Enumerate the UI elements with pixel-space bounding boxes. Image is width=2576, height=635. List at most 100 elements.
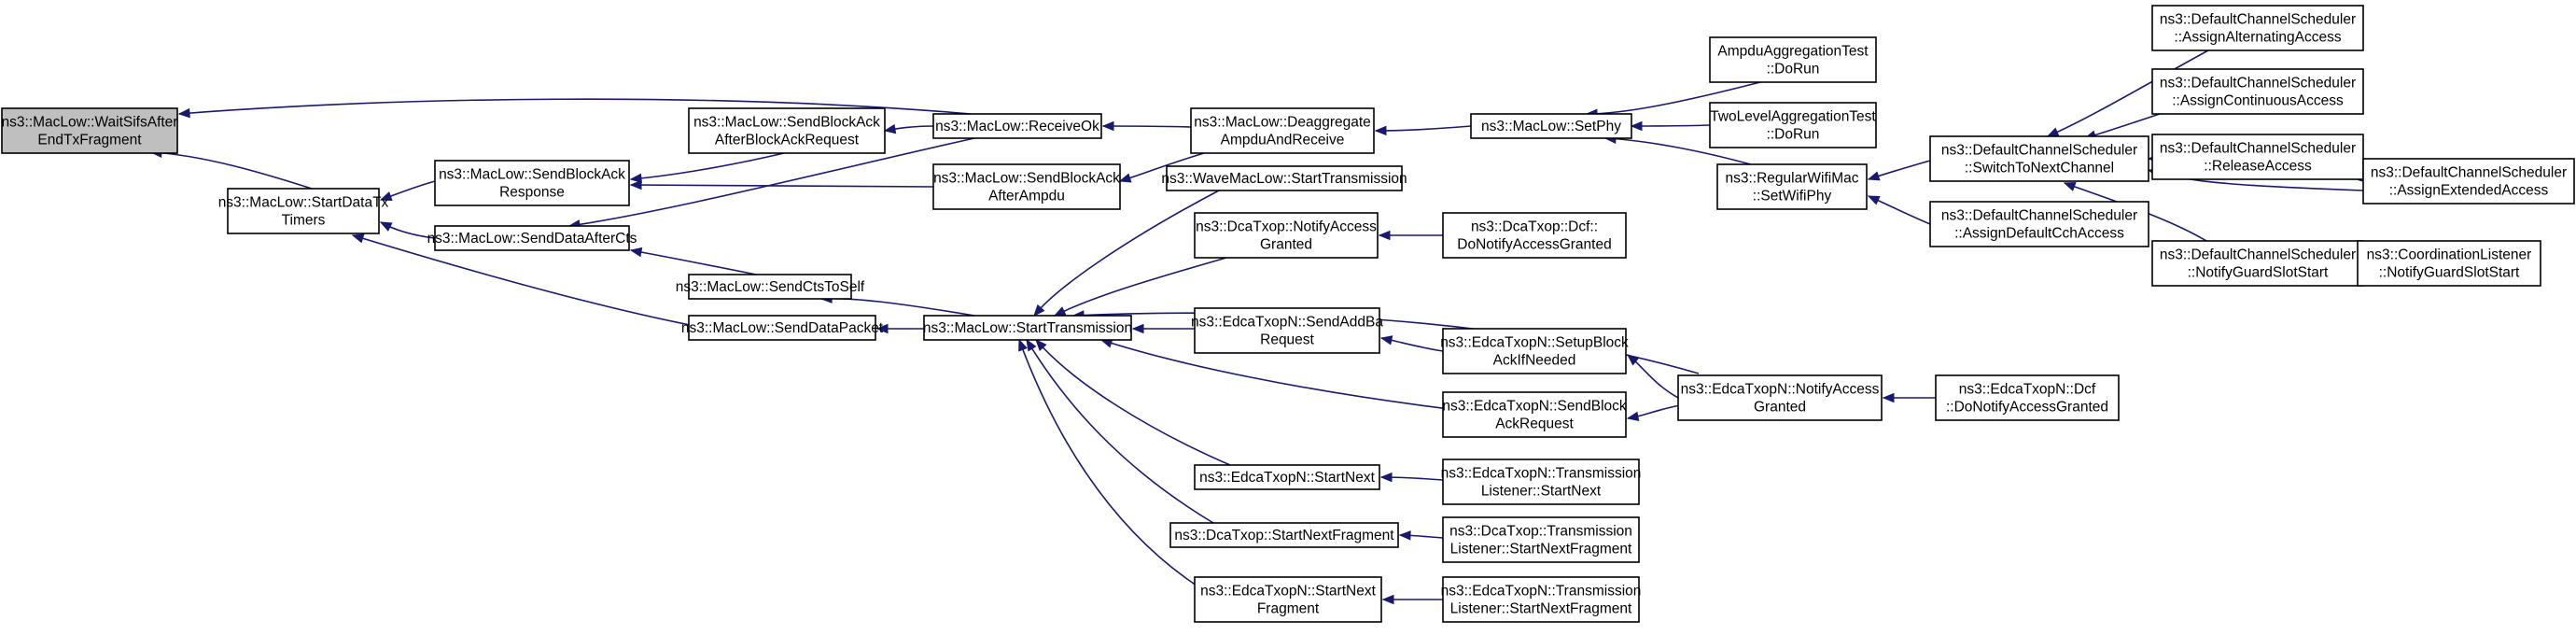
node-label-line: ns3::EdcaTxopN::Transmission [1441, 466, 1642, 482]
node-label-line: AckIfNeeded [1493, 353, 1576, 369]
arrowhead-icon [1118, 173, 1132, 183]
node-label-line: ns3::EdcaTxopN::SendAddBa [1191, 315, 1383, 331]
edge-n33-to-n22 [1026, 338, 1214, 524]
graph-node-n12[interactable]: ns3::DefaultChannelScheduler::ReleaseAcc… [2151, 134, 2364, 180]
graph-node-n20[interactable]: ns3::MacLow::SendCtsToSelf [676, 274, 865, 300]
node-label-line: AfterBlockAckRequest [715, 133, 860, 148]
graph-node-n21[interactable]: ns3::MacLow::SendDataPacket [681, 315, 884, 341]
node-box [2151, 134, 2364, 180]
node-box [1442, 576, 1640, 623]
node-box [1194, 212, 1379, 259]
graph-node-n32[interactable]: ns3::EdcaTxopN::TransmissionListener::St… [1441, 459, 1642, 505]
node-label-line: ::DoRun [1767, 62, 1820, 78]
graph-node-n7[interactable]: TwoLevelAggregationTest::DoRun [1709, 102, 1877, 148]
arrowhead-icon [1374, 125, 1387, 136]
node-label-line: ns3::DcaTxop::Transmission [1449, 524, 1632, 540]
arrowhead-icon [629, 247, 643, 258]
graph-node-n5[interactable]: ns3::MacLow::SetPhy [1470, 113, 1632, 139]
arrowhead-icon [1398, 530, 1411, 541]
node-label-line: ns3::DefaultChannelScheduler [1941, 208, 2137, 224]
graph-node-n25[interactable]: ns3::DcaTxop::Dcf::DoNotifyAccessGranted [1442, 212, 1627, 259]
edge-line [1026, 339, 1214, 524]
arrowhead-icon [629, 179, 642, 190]
graph-node-n29[interactable]: ns3::EdcaTxopN::Dcf::DoNotifyAccessGrant… [1935, 374, 2120, 421]
graph-node-n6[interactable]: AmpduAggregationTest::DoRun [1709, 36, 1877, 83]
arrowhead-icon [351, 233, 365, 244]
graph-node-n8[interactable]: ns3::RegularWifiMac::SetWifiPhy [1716, 163, 1868, 210]
graph-node-n35[interactable]: ns3::EdcaTxopN::StartNextFragment [1194, 576, 1382, 623]
node-label-line: ns3::MacLow::Deaggregate [1194, 115, 1371, 131]
edge-n24-to-n22 [1053, 257, 1227, 317]
node-label-line: ::AssignExtendedAccess [2389, 183, 2549, 199]
node-label-line: ns3::MacLow::SendBlockAck [933, 171, 1120, 187]
node-label-line: ::AssignDefaultCchAccess [1954, 226, 2124, 242]
node-box [1677, 374, 1883, 421]
edge-n31-to-n22 [1035, 339, 1231, 466]
node-label-line: ns3::DcaTxop::StartNextFragment [1174, 528, 1394, 543]
node-label-line: ns3::RegularWifiMac [1726, 171, 1859, 187]
graph-node-n3[interactable]: ns3::MacLow::ReceiveOk [932, 113, 1102, 139]
node-label-line: ns3::DefaultChannelScheduler [2160, 76, 2356, 92]
edge-n22-to-n21 [875, 323, 925, 334]
graph-node-n36[interactable]: ns3::EdcaTxopN::TransmissionListener::St… [1441, 576, 1642, 623]
graph-node-n10[interactable]: ns3::DefaultChannelScheduler::AssignAlte… [2151, 5, 2364, 51]
graph-node-n11[interactable]: ns3::DefaultChannelScheduler::AssignCont… [2151, 68, 2364, 115]
edge-n32-to-n31 [1379, 472, 1444, 483]
node-label-line: ns3::MacLow::ReceiveOk [935, 119, 1099, 134]
node-box [434, 225, 630, 251]
graph-node-n31[interactable]: ns3::EdcaTxopN::StartNext [1194, 464, 1380, 490]
graph-node-n33[interactable]: ns3::DcaTxop::StartNextFragment [1169, 522, 1399, 548]
graph-node-n19[interactable]: ns3::MacLow::SendDataAfterCts [427, 225, 637, 251]
node-label-line: ::NotifyGuardSlotStart [2188, 265, 2329, 281]
node-box [434, 160, 630, 206]
node-label-line: TwoLevelAggregationTest [1710, 109, 1876, 125]
node-label-line: ::SetWifiPhy [1753, 189, 1832, 205]
edge-n4-to-n18 [1118, 152, 1205, 183]
graph-node-n2[interactable]: ns3::MacLow::SendBlockAckAfterBlockAckRe… [688, 107, 886, 154]
graph-node-n22[interactable]: ns3::MacLow::StartTransmission [923, 315, 1132, 341]
node-label-line: ns3::DefaultChannelScheduler [2160, 12, 2356, 28]
graph-node-n24[interactable]: ns3::DcaTxop::NotifyAccessGranted [1194, 212, 1379, 259]
graph-node-n13[interactable]: ns3::DefaultChannelScheduler::AssignExte… [2362, 158, 2575, 205]
node-box [1, 107, 178, 154]
node-box [1190, 107, 1375, 154]
edge-n28-to-n30 [1626, 404, 1681, 422]
node-label-line: ns3::DefaultChannelScheduler [2371, 165, 2567, 181]
node-box [1716, 163, 1868, 210]
edge-n16-to-n8 [1867, 195, 1931, 225]
node-label-line: ::AssignAlternatingAccess [2174, 30, 2341, 46]
edge-line [1100, 339, 1466, 412]
node-label-line: ::SwitchToNextChannel [1965, 161, 2114, 176]
arrowhead-icon [1630, 120, 1643, 132]
arrowhead-icon [875, 323, 889, 334]
node-box [1442, 391, 1627, 438]
graph-node-n9[interactable]: ns3::DefaultChannelScheduler::SwitchToNe… [1929, 135, 2149, 182]
graph-node-n14[interactable]: ns3::DefaultChannelScheduler::NotifyGuar… [2151, 240, 2364, 287]
edge-line [630, 184, 934, 188]
graph-node-n15[interactable]: ns3::CoordinationListener::NotifyGuardSl… [2357, 240, 2541, 287]
arrowhead-icon [379, 221, 393, 232]
edge-line [1375, 125, 1472, 132]
arrowhead-icon [379, 191, 393, 202]
arrowhead-icon [1053, 306, 1067, 317]
node-box [1442, 328, 1627, 374]
graph-node-n23[interactable]: ns3::WaveMacLow::StartTransmission [1161, 165, 1407, 191]
node-box [2151, 240, 2364, 287]
graph-node-n16[interactable]: ns3::DefaultChannelScheduler::AssignDefa… [1929, 201, 2149, 247]
graph-node-n28[interactable]: ns3::EdcaTxopN::NotifyAccessGranted [1677, 374, 1883, 421]
edge-n17-to-n1 [379, 180, 436, 202]
edge-n20-to-n19 [629, 247, 757, 275]
graph-node-n34[interactable]: ns3::DcaTxop::TransmissionListener::Star… [1442, 516, 1640, 563]
edge-line [150, 151, 313, 190]
node-label-line: ns3::MacLow::SendDataPacket [681, 320, 884, 336]
node-label-line: ns3::DefaultChannelScheduler [2160, 247, 2356, 263]
arrowhead-icon [1101, 120, 1114, 132]
